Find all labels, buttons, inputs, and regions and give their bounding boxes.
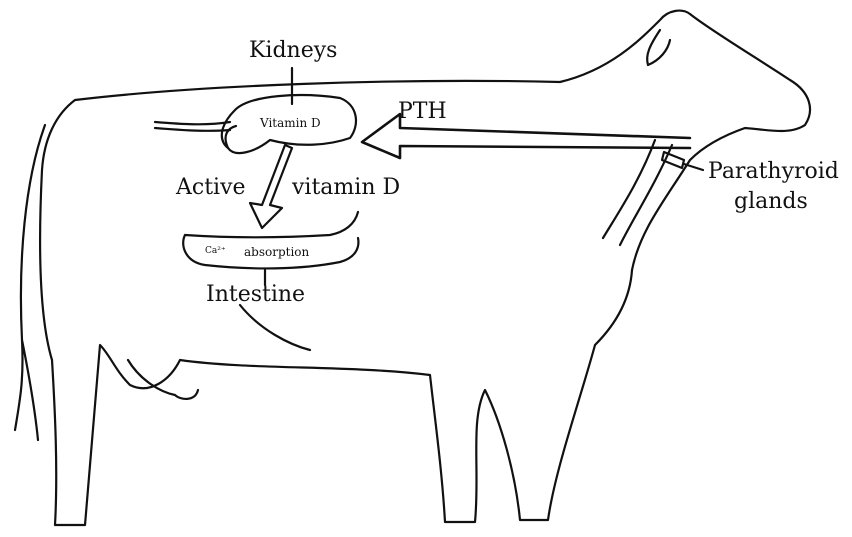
cow-body-outline [40, 11, 810, 525]
active-vitamin-d-arrow [250, 145, 292, 228]
cow-udder [128, 360, 198, 399]
parathyroid-label-line2: glands [734, 191, 808, 213]
trachea [603, 140, 672, 245]
vitamin-d-inside-label: Vitamin D [260, 117, 321, 129]
ca-symbol-label: Ca²⁺ [205, 247, 226, 256]
cow-belly-line [240, 305, 310, 350]
renal-vessels [155, 122, 230, 131]
absorption-label: absorption [244, 246, 309, 258]
cow-ear [647, 30, 670, 65]
vitamin-d-label: vitamin D [292, 177, 400, 199]
intestine-label: Intestine [206, 284, 305, 306]
pth-label: PTH [398, 101, 447, 123]
active-label: Active [176, 177, 246, 199]
kidneys-label: Kidneys [249, 40, 337, 62]
parathyroid-label-line1: Parathyroid [708, 161, 839, 183]
